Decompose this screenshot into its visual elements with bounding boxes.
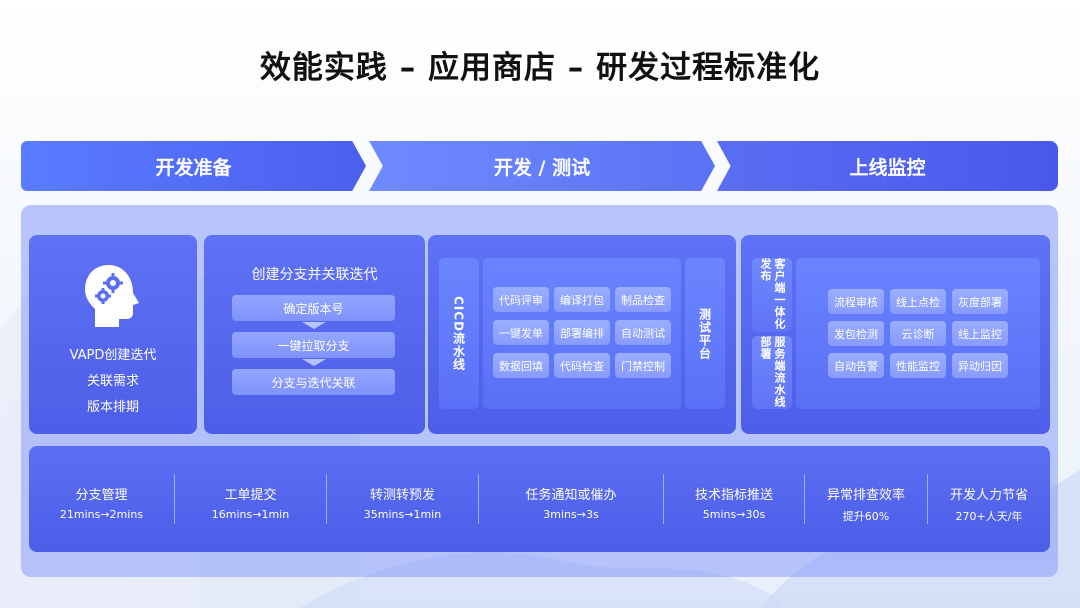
test-platform-bar: 测试平台 bbox=[685, 258, 725, 409]
phase-label: 上线监控 bbox=[849, 156, 926, 179]
prep-line: 版本排期 bbox=[86, 400, 139, 415]
metric-value: 3mins→3s bbox=[543, 508, 599, 521]
metric-divider bbox=[326, 474, 327, 524]
metric-divider bbox=[927, 474, 928, 524]
metric-item: 开发人力节省 270+人天/年 bbox=[928, 446, 1050, 552]
branch-step: 分支与迭代关联 bbox=[232, 369, 395, 395]
metric-label: 转测转预发 bbox=[369, 488, 435, 503]
prep-line: VAPD创建迭代 bbox=[69, 348, 157, 363]
cicd-chip: 数据回填 bbox=[493, 353, 549, 378]
monitor-chip: 性能监控 bbox=[890, 353, 946, 378]
page-title: 效能实践 – 应用商店 – 研发过程标准化 bbox=[259, 50, 821, 86]
metric-item: 任务通知或催办 3mins→3s bbox=[479, 446, 663, 552]
monitor-chip: 灰度部署 bbox=[952, 289, 1008, 314]
server-deploy-box: 服务端流水线部署 bbox=[752, 336, 792, 409]
monitor-card: 客户端一体化发布 服务端流水线部署 流程审核 线上点检 灰度部署 发包检测 云诊… bbox=[741, 235, 1050, 434]
phase-label: 开发 / 测试 bbox=[493, 156, 591, 179]
monitor-chip: 流程审核 bbox=[828, 289, 884, 314]
metric-divider bbox=[663, 474, 664, 524]
phase-label: 开发准备 bbox=[155, 156, 232, 179]
monitor-chip: 异动归因 bbox=[952, 353, 1008, 378]
branch-card: 创建分支并关联迭代 确定版本号 一键拉取分支 分支与迭代关联 bbox=[204, 235, 425, 434]
cicd-chip: 一键发单 bbox=[493, 320, 549, 345]
monitor-chip: 线上点检 bbox=[890, 289, 946, 314]
cicd-label-bar: CICD流水线 bbox=[439, 258, 479, 409]
prep-text: VAPD创建迭代 关联需求 版本排期 bbox=[29, 343, 197, 421]
cicd-chip: 制品检查 bbox=[615, 287, 671, 312]
down-arrow-icon bbox=[302, 322, 326, 329]
monitor-chip: 线上监控 bbox=[952, 321, 1008, 346]
metric-value: 270+人天/年 bbox=[955, 510, 1023, 523]
metric-divider bbox=[478, 474, 479, 524]
step-label: 确定版本号 bbox=[283, 301, 344, 316]
cicd-chip: 编译打包 bbox=[554, 287, 610, 312]
metric-value: 5mins→30s bbox=[702, 508, 766, 521]
prep-line: 关联需求 bbox=[86, 374, 139, 389]
test-platform-label: 测试平台 bbox=[697, 307, 712, 360]
monitor-chip: 发包检测 bbox=[828, 321, 884, 346]
down-arrow-icon bbox=[302, 359, 326, 366]
monitor-chip: 云诊断 bbox=[890, 321, 946, 346]
client-release-label: 客户端一体化发布 bbox=[759, 258, 786, 330]
metric-item: 工单提交 16mins→1min bbox=[175, 446, 326, 552]
cicd-chip: 门禁控制 bbox=[615, 353, 671, 378]
branch-step: 确定版本号 bbox=[232, 295, 395, 321]
metric-item: 分支管理 21mins→2mins bbox=[29, 446, 174, 552]
client-release-box: 客户端一体化发布 bbox=[752, 258, 792, 332]
metric-divider bbox=[174, 474, 175, 524]
cicd-chip: 部署编排 bbox=[554, 320, 610, 345]
server-deploy-label: 服务端流水线部署 bbox=[759, 336, 786, 408]
branch-step: 一键拉取分支 bbox=[232, 332, 395, 358]
metric-item: 技术指标推送 5mins→30s bbox=[664, 446, 804, 552]
phase-banner-dev-test: 开发 / 测试 bbox=[369, 141, 715, 191]
metric-label: 异常排查效率 bbox=[826, 488, 905, 503]
metric-label: 开发人力节省 bbox=[949, 488, 1028, 503]
cicd-chip: 自动测试 bbox=[615, 320, 671, 345]
metric-item: 异常排查效率 提升60% bbox=[805, 446, 927, 552]
step-label: 一键拉取分支 bbox=[277, 338, 350, 353]
metric-label: 工单提交 bbox=[224, 488, 277, 503]
head-gears-icon bbox=[85, 265, 139, 327]
monitor-chip: 自动告警 bbox=[828, 353, 884, 378]
phase-banner-monitor: 上线监控 bbox=[717, 141, 1058, 191]
cicd-chip: 代码评审 bbox=[493, 287, 549, 312]
metrics-bar: 分支管理 21mins→2mins 工单提交 16mins→1min 转测转预发… bbox=[29, 446, 1050, 552]
metric-value: 16mins→1min bbox=[211, 508, 290, 521]
monitor-chip-panel: 流程审核 线上点检 灰度部署 发包检测 云诊断 线上监控 自动告警 性能监控 异… bbox=[796, 258, 1040, 409]
step-label: 分支与迭代关联 bbox=[271, 375, 356, 390]
metric-value: 21mins→2mins bbox=[59, 508, 144, 521]
metric-label: 任务通知或催办 bbox=[525, 488, 617, 503]
cicd-chip: 代码检查 bbox=[554, 353, 610, 378]
cicd-label: CICD流水线 bbox=[451, 295, 466, 372]
cicd-chip-panel: 代码评审 编译打包 制品检查 一键发单 部署编排 自动测试 数据回填 代码检查 … bbox=[483, 258, 681, 409]
prep-card: VAPD创建迭代 关联需求 版本排期 bbox=[29, 235, 197, 434]
metric-value: 提升60% bbox=[842, 510, 890, 523]
branch-title: 创建分支并关联迭代 bbox=[251, 267, 378, 283]
cicd-card: CICD流水线 代码评审 编译打包 制品检查 一键发单 部署编排 自动测试 数据… bbox=[428, 235, 736, 434]
phase-banner-prep: 开发准备 bbox=[21, 141, 366, 191]
metric-label: 分支管理 bbox=[75, 488, 128, 503]
metric-divider bbox=[804, 474, 805, 524]
metric-label: 技术指标推送 bbox=[694, 488, 773, 503]
metric-item: 转测转预发 35mins→1min bbox=[327, 446, 478, 552]
metric-value: 35mins→1min bbox=[363, 508, 442, 521]
